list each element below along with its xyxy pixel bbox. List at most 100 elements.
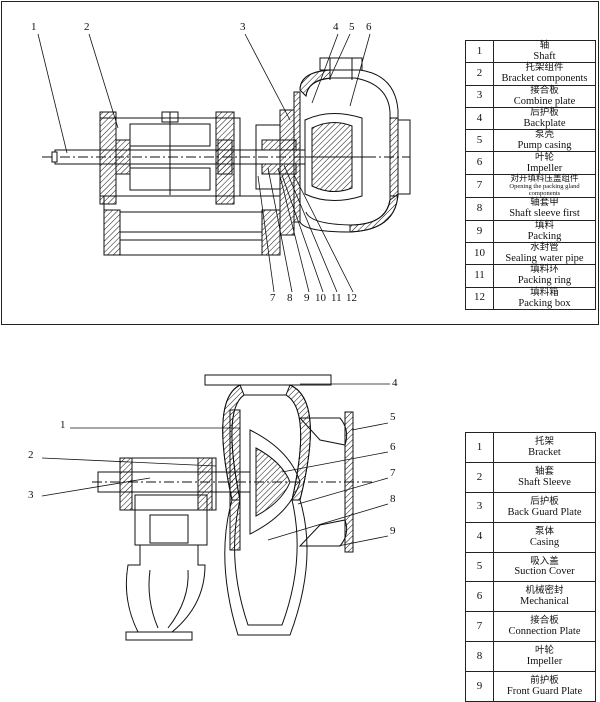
legend-zh: 托架组件 (525, 62, 564, 74)
backplate (293, 91, 301, 223)
callout-1-5: 5 (349, 21, 355, 33)
legend-zh: 叶轮 (534, 151, 554, 163)
legend-zh: 接合板 (530, 84, 559, 96)
legend-en: Shaft Sleeve (518, 476, 571, 488)
legend-zh: 后护板 (530, 107, 559, 119)
legend-en: Shaft (533, 51, 556, 63)
impeller (304, 113, 363, 201)
callout-1-12: 12 (346, 292, 357, 304)
legend-zh: 托架 (534, 435, 554, 447)
legend-num: 4 (465, 106, 494, 131)
legend-num: 4 (465, 521, 494, 553)
callout-2-5: 5 (390, 411, 396, 423)
impeller-2 (249, 429, 301, 535)
legend-zh: 后护板 (530, 495, 559, 507)
legend-en: Back Guard Plate (507, 506, 582, 518)
legend-num: 9 (465, 219, 494, 243)
legend-num: 5 (465, 551, 494, 583)
callout-1-6: 6 (366, 21, 372, 33)
legend-en: Packing (527, 230, 562, 242)
base-frame (103, 195, 281, 256)
legend-num: 7 (465, 611, 494, 643)
callout-1-7: 7 (270, 292, 276, 304)
pump-drawing-2 (92, 374, 372, 641)
legend-num: 9 (465, 671, 494, 702)
legend-num: 3 (465, 84, 494, 108)
legend-num: 8 (465, 641, 494, 673)
callout-2-7: 7 (390, 467, 396, 479)
legend-en: Bracket (528, 446, 561, 458)
callout-1-10: 10 (315, 292, 326, 304)
legend-num: 1 (465, 432, 494, 463)
legend-zh: 轴 (539, 40, 550, 52)
callout-1-2: 2 (84, 21, 90, 33)
legend-num: 2 (465, 62, 494, 86)
legend-num: 11 (465, 264, 494, 288)
legend-en: Opening the packing gland components (509, 182, 580, 197)
legend-en: Mechanical (520, 596, 569, 608)
legend-zh: 填料 (534, 219, 554, 231)
legend-zh: 对开填料压盖组件 (510, 173, 579, 184)
legend-en: Combine plate (513, 95, 576, 107)
legend-num: 2 (465, 461, 494, 493)
callout-2-2: 2 (28, 449, 34, 461)
callout-1-3: 3 (240, 21, 246, 33)
discharge-flange-2 (204, 374, 332, 386)
legend-en: Suction Cover (514, 566, 575, 578)
callout-1-11: 11 (331, 292, 342, 304)
legend-en: Front Guard Plate (506, 686, 583, 698)
callout-2-8: 8 (390, 493, 396, 505)
legend-en: Bracket components (501, 73, 588, 85)
legend-num: 6 (465, 581, 494, 613)
legend-zh: 泵壳 (534, 129, 554, 141)
legend-zh: 泵体 (534, 525, 554, 537)
legend-zh: 前护板 (530, 675, 559, 687)
legend-en: Packing box (518, 297, 571, 309)
legend-zh: 叶轮 (534, 645, 554, 657)
legend-en: Connection Plate (508, 626, 581, 638)
callout-leaders-1 (37, 33, 371, 293)
legend-zh: 填料环 (530, 264, 559, 276)
legend-en: Shaft sleeve first (509, 208, 580, 220)
legend-en: Impeller (526, 656, 563, 668)
legend-num: 6 (465, 151, 494, 175)
callout-2-4: 4 (392, 377, 398, 389)
legend-zh: 轴套 (534, 465, 554, 477)
legend-num: 12 (465, 286, 494, 310)
callout-1-9: 9 (304, 292, 310, 304)
legend-en: Casing (529, 536, 560, 548)
legend-num: 7 (465, 173, 494, 199)
callout-2-6: 6 (390, 441, 396, 453)
legend-en: Sealing water pipe (505, 253, 584, 265)
pump-drawing-1 (42, 57, 411, 256)
legend-zh: 吸入盖 (530, 555, 559, 567)
legend-num: 1 (465, 39, 494, 64)
legend-en: Pump casing (517, 140, 572, 152)
legend-zh: 水封管 (530, 242, 559, 254)
legend-en: Impeller (526, 162, 563, 174)
callout-1-4: 4 (333, 21, 339, 33)
callout-1-1: 1 (31, 21, 37, 33)
callout-1-8: 8 (287, 292, 293, 304)
